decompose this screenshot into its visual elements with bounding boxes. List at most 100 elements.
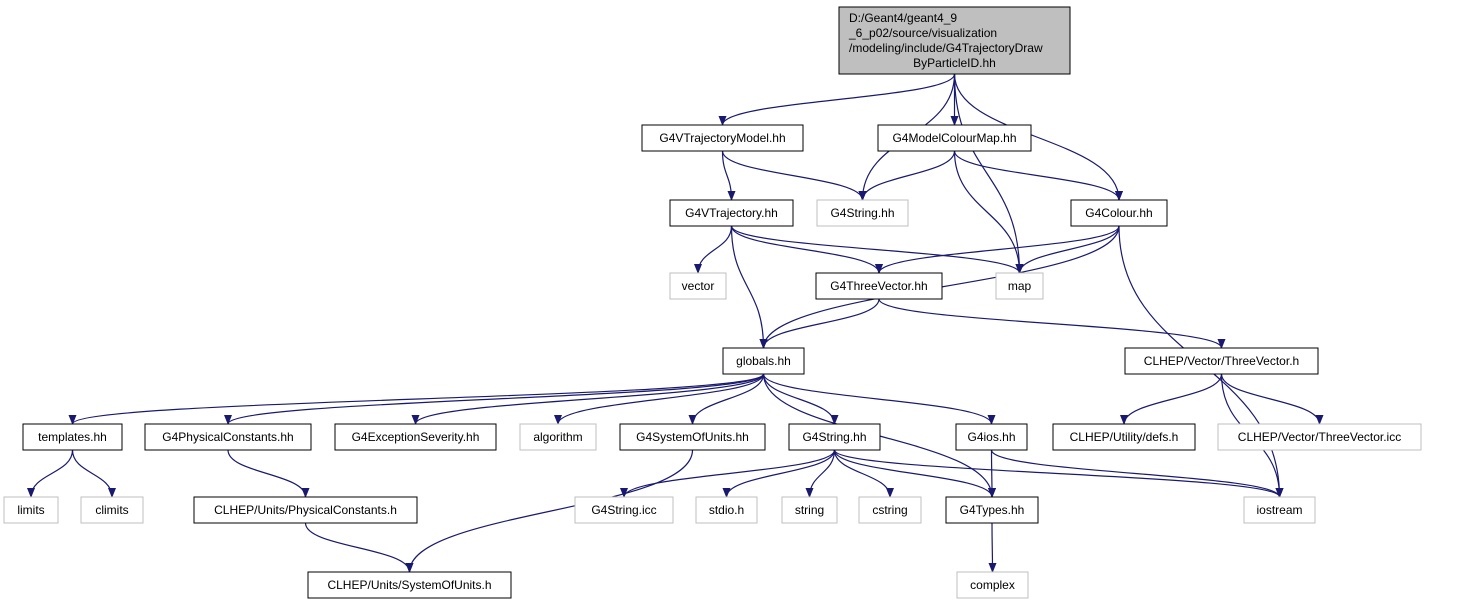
node-iostream: iostream [1243,496,1316,524]
node-box-iostream [1243,496,1316,524]
node-box-string [781,496,838,524]
node-limits: limits [3,496,59,524]
node-label-clhep-threevector: CLHEP/Vector/ThreeVector.h [1144,354,1299,368]
node-label-complex: complex [970,578,1015,592]
node-label-g4ios: G4ios.hh [967,430,1015,444]
edge-globals-to-algorithm [554,373,765,425]
node-label-root-line-2: _6_p02/source/visualization [848,26,997,40]
node-g4excsev[interactable]: G4ExceptionSeverity.hh [334,423,497,451]
node-clhep-physconst[interactable]: CLHEP/Units/PhysicalConstants.h [193,496,418,524]
node-box-g4vtraj [669,199,794,227]
node-templates[interactable]: templates.hh [22,423,123,451]
edge-g4sysunits-to-clhep-sysunits [405,449,694,573]
node-root[interactable]: D:/Geant4/geant4_9_6_p02/source/visualiz… [838,6,1071,75]
node-box-complex [956,571,1029,599]
node-clhep-defs[interactable]: CLHEP/Utility/defs.h [1052,423,1196,451]
edge-g4threevector-to-globals [759,298,880,349]
node-box-g4string-top [816,199,909,227]
edge-clhep-threevector-to-clhep-defs [1120,373,1223,425]
node-box-clhep-sysunits [307,571,512,599]
node-label-map: map [1008,279,1032,293]
node-label-g4excsev: G4ExceptionSeverity.hh [352,430,480,444]
node-box-g4ios [955,423,1028,451]
node-complex: complex [956,571,1029,599]
node-g4string-icc: G4String.icc [574,496,674,524]
node-box-cstring [858,496,922,524]
node-box-g4types [945,496,1039,524]
node-label-root-line-1: D:/Geant4/geant4_9 [849,11,957,25]
edge-templates-to-climits [71,449,116,498]
node-box-clhep-tv-icc [1217,423,1422,451]
edge-g4string-to-g4types [833,449,996,498]
node-g4sysunits[interactable]: G4SystemOfUnits.hh [619,423,766,451]
node-g4types[interactable]: G4Types.hh [945,496,1039,524]
node-box-templates [22,423,123,451]
node-label-limits: limits [17,503,44,517]
node-g4modelcolourmap[interactable]: G4ModelColourMap.hh [877,124,1032,152]
node-label-cstring: cstring [872,503,907,517]
node-label-templates: templates.hh [38,430,107,444]
node-label-root-line-4: ByParticleID.hh [913,56,996,70]
node-label-g4sysunits: G4SystemOfUnits.hh [636,430,749,444]
node-box-climits [80,496,144,524]
node-label-stdio: stdio.h [709,503,744,517]
edge-root-to-map [953,73,1024,274]
node-label-g4string-icc: G4String.icc [591,503,656,517]
node-label-g4threevector: G4ThreeVector.hh [830,279,927,293]
node-label-clhep-defs: CLHEP/Utility/defs.h [1070,430,1179,444]
node-g4string[interactable]: G4String.hh [788,423,881,451]
node-label-vector: vector [682,279,715,293]
node-label-g4physconst: G4PhysicalConstants.hh [162,430,293,444]
node-box-vector [669,272,727,300]
node-g4physconst[interactable]: G4PhysicalConstants.hh [144,423,312,451]
node-label-g4vtrajmodel: G4VTrajectoryModel.hh [659,131,785,145]
node-map: map [995,272,1044,300]
node-label-g4vtraj: G4VTrajectory.hh [685,206,778,220]
node-box-algorithm [519,423,597,451]
node-g4string-top: G4String.hh [816,199,909,227]
edge-g4modelcolourmap-to-g4string-top [858,150,956,201]
node-g4colour[interactable]: G4Colour.hh [1070,199,1168,227]
edge-g4string-to-cstring [833,449,894,498]
node-box-g4colour [1070,199,1168,227]
node-label-root-line-3: /modeling/include/G4TrajectoryDraw [849,41,1043,55]
node-box-g4string-icc [574,496,674,524]
node-g4ios[interactable]: G4ios.hh [955,423,1028,451]
node-box-root [838,6,1071,75]
edge-globals-to-g4sysunits [688,373,765,425]
node-label-string: string [795,503,824,517]
edge-g4vtraj-to-vector [694,225,733,274]
edge-g4threevector-to-clhep-threevector [878,298,1226,349]
edge-g4ios-to-iostream [990,449,1284,498]
node-label-g4colour: G4Colour.hh [1085,206,1152,220]
node-clhep-tv-icc: CLHEP/Vector/ThreeVector.icc [1217,423,1422,451]
node-label-climits: climits [95,503,128,517]
node-label-g4modelcolourmap: G4ModelColourMap.hh [892,131,1016,145]
node-box-g4modelcolourmap [877,124,1032,152]
node-g4threevector[interactable]: G4ThreeVector.hh [815,272,943,300]
edge-clhep-threevector-to-clhep-tv-icc [1220,373,1324,425]
edge-g4vtraj-to-g4threevector [730,225,883,274]
node-label-clhep-physconst: CLHEP/Units/PhysicalConstants.h [214,503,397,517]
edge-templates-to-limits [27,449,74,498]
node-g4vtraj[interactable]: G4VTrajectory.hh [669,199,794,227]
nodes-layer: D:/Geant4/geant4_9_6_p02/source/visualiz… [3,6,1422,599]
node-label-g4types: G4Types.hh [960,503,1025,517]
node-box-g4vtrajmodel [641,124,804,152]
node-label-globals: globals.hh [736,354,791,368]
edge-g4modelcolourmap-to-g4colour [953,150,1123,201]
node-label-iostream: iostream [1256,503,1302,517]
node-cstring: cstring [858,496,922,524]
node-clhep-sysunits[interactable]: CLHEP/Units/SystemOfUnits.h [307,571,512,599]
node-box-g4excsev [334,423,497,451]
node-label-clhep-tv-icc: CLHEP/Vector/ThreeVector.icc [1238,430,1401,444]
node-clhep-threevector[interactable]: CLHEP/Vector/ThreeVector.h [1124,347,1319,375]
edge-globals-to-g4string [762,373,839,425]
node-box-globals [722,347,805,375]
edge-g4vtrajmodel-to-g4vtraj [721,150,736,201]
edge-g4vtrajmodel-to-g4string-top [721,150,867,201]
node-globals[interactable]: globals.hh [722,347,805,375]
edge-g4ios-to-g4types [987,449,996,498]
node-g4vtrajmodel[interactable]: G4VTrajectoryModel.hh [641,124,804,152]
